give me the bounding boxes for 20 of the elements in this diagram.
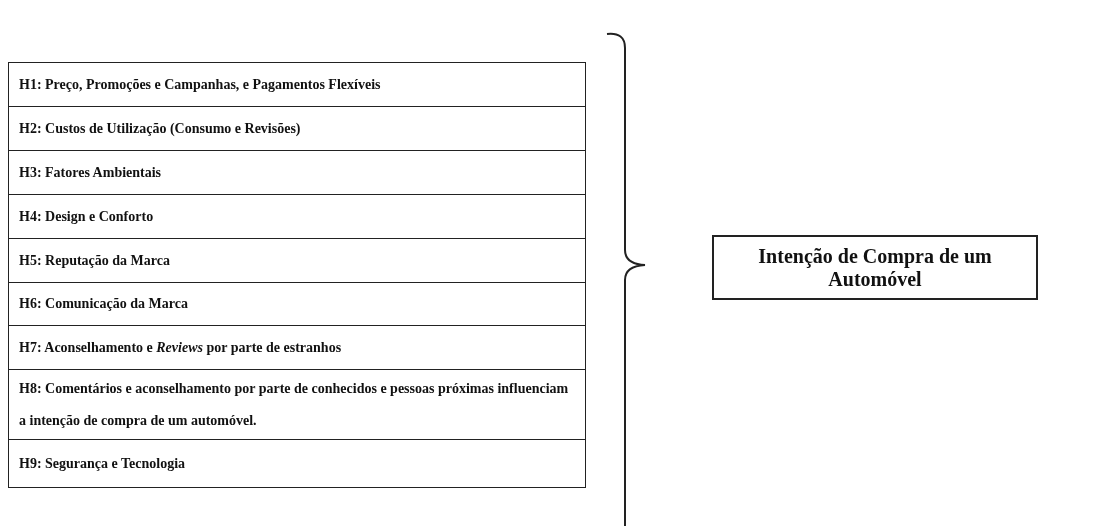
hypothesis-text: H6: Comunicação da Marca [19,296,188,312]
table-row [8,325,586,370]
hypothesis-text: H4: Design e Conforto [19,208,154,225]
outcome-box [712,235,1038,300]
table-row [8,439,586,488]
hypothesis-text: H3: Fatores Ambientais [19,164,162,181]
table-row [8,194,586,239]
hypothesis-text: H9: Segurança e Tecnologia [19,455,186,472]
hypothesis-text: H7: Aconselhamento e Reviews por parte de estranhos [19,339,342,356]
hypothesis-text: H1: Preço, Promoções e Campanhas, e Pagamentos Flexíveis [19,76,381,93]
table-row [8,62,586,107]
hypothesis-text: H2: Custos de Utilização (Consumo e Revisões) [19,120,301,137]
table-row [8,150,586,195]
table-row [8,369,586,440]
table-row [8,238,586,283]
hypothesis-text: H5: Reputação da Marca [19,252,170,269]
outcome-text: Intenção de Compra de um Automóvel [757,244,993,291]
table-row [8,106,586,151]
hypothesis-text: H8: Comentários e aconselhamento por parte de conhecidos e pessoas próximas influenciam a intenção de compra de um automóvel. [19,379,570,430]
table-row [8,282,586,326]
